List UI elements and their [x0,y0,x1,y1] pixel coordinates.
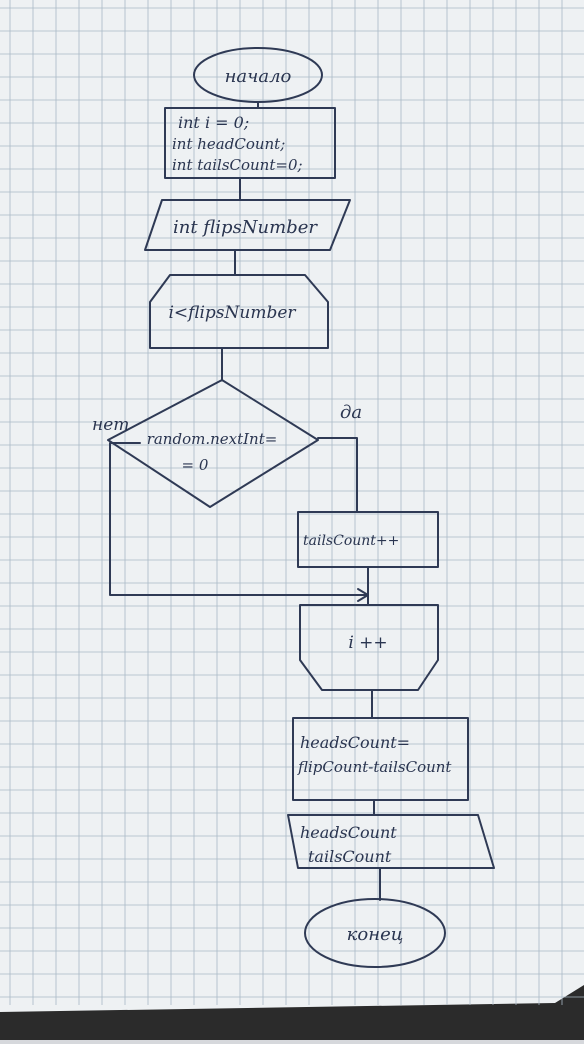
input-parallelogram [144,199,351,251]
calc-block [292,717,469,801]
output-line-1: headsCount [300,823,397,842]
decision-line-2: = 0 [182,456,209,474]
yes-label: да [340,402,362,423]
init-line-1: int i = 0; [178,113,249,132]
input-label: int flipsNumber [173,217,318,238]
decision-line-1: random.nextInt= [147,430,278,448]
calc-line-2: flipCount-tailsCount [297,758,452,776]
output-parallelogram [287,814,495,869]
init-line-3: int tailsCount=0; [172,156,303,174]
tails-increment-label: tailsCount++ [303,533,399,549]
loop-end-label: i ++ [348,633,387,653]
start-label: начало [225,66,292,87]
no-branch-line [109,442,369,596]
yes-branch-line [317,437,358,513]
paper-sheet [0,0,584,1012]
end-terminator [304,898,446,968]
loop-start-block [149,274,329,349]
init-line-2: int headCount; [172,135,285,153]
loop-condition-label: i<flipsNumber [168,303,296,323]
calc-line-1: headsCount= [300,733,410,752]
loop-end-block [299,604,439,691]
no-label: нет [92,415,129,435]
end-label: конец [347,924,404,945]
output-line-2: tailsCount [308,847,392,866]
decision-diamond [107,379,319,508]
init-block [164,107,336,179]
